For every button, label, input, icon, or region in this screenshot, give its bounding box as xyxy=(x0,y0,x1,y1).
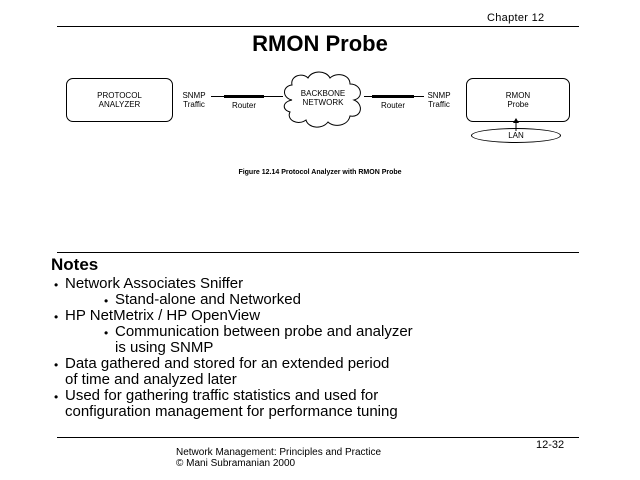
note-subitem-continuation: is using SNMP xyxy=(115,339,214,356)
snmp-right-label: SNMP Traffic xyxy=(420,91,458,109)
footer-line2: © Mani Subramanian 2000 xyxy=(176,458,296,469)
note-item: Data gathered and stored for an extended… xyxy=(65,355,390,372)
snmp-left-label: SNMP Traffic xyxy=(175,91,213,109)
bullet-icon: • xyxy=(54,278,59,292)
note-item-continuation: of time and analyzed later xyxy=(65,371,237,388)
bullet-icon: • xyxy=(104,326,109,340)
router-left-label: Router xyxy=(231,101,256,110)
snmp-right-line1: SNMP xyxy=(427,91,451,100)
backbone-label: BACKBONE NETWORK xyxy=(278,89,368,107)
note-item: HP NetMetrix / HP OpenView xyxy=(65,307,261,324)
rmon-line2: Probe xyxy=(507,100,529,109)
backbone-line2: NETWORK xyxy=(302,98,344,107)
router-right-label: Router xyxy=(380,101,405,110)
figure-caption: Figure 12.14 Protocol Analyzer with RMON… xyxy=(238,169,402,176)
note-item-continuation: configuration management for performance… xyxy=(65,403,398,420)
rmon-line1: RMON xyxy=(505,91,531,100)
protocol-analyzer-line2: ANALYZER xyxy=(98,100,141,109)
note-subitem: Stand-alone and Networked xyxy=(115,291,301,308)
page-number: 12-32 xyxy=(536,439,565,451)
footer-rule xyxy=(57,437,579,438)
footer-line1: Network Management: Principles and Pract… xyxy=(176,447,382,458)
protocol-analyzer-box xyxy=(66,78,173,122)
rmon-probe-label: RMON Probe xyxy=(466,91,570,109)
header-rule xyxy=(57,26,579,27)
router-right-bar xyxy=(372,95,414,98)
bullet-icon: • xyxy=(54,390,59,404)
notes-heading: Notes xyxy=(51,255,99,274)
protocol-analyzer-label: PROTOCOL ANALYZER xyxy=(66,91,173,109)
lan-label: LAN xyxy=(508,131,524,140)
notes-rule xyxy=(57,252,579,253)
chapter-label: Chapter 12 xyxy=(487,12,545,24)
bullet-icon: • xyxy=(104,294,109,308)
snmp-left-line1: SNMP xyxy=(182,91,206,100)
note-item: Network Associates Sniffer xyxy=(65,275,244,292)
snmp-right-line2: Traffic xyxy=(428,100,450,109)
cloud-outline xyxy=(283,71,361,128)
router-left-bar xyxy=(224,95,264,98)
bullet-icon: • xyxy=(54,310,59,324)
backbone-line1: BACKBONE xyxy=(300,89,346,98)
bullet-icon: • xyxy=(54,358,59,372)
note-item: Used for gathering traffic statistics an… xyxy=(65,387,379,404)
protocol-analyzer-line1: PROTOCOL xyxy=(97,91,142,100)
lan-ellipse xyxy=(471,128,561,143)
note-subitem: Communication between probe and analyzer xyxy=(115,323,413,340)
page-title: RMON Probe xyxy=(252,31,388,56)
footer-text: Network Management: Principles and Pract… xyxy=(176,447,381,469)
snmp-left-line2: Traffic xyxy=(183,100,205,109)
backbone-cloud xyxy=(283,71,361,128)
